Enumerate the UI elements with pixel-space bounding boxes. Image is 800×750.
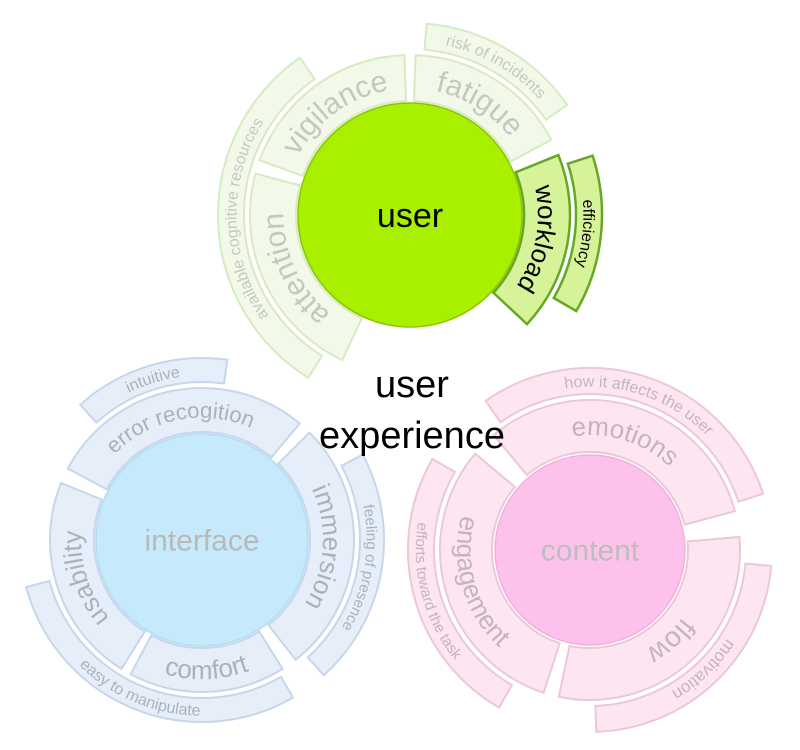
center-title-line-1: user bbox=[375, 364, 449, 406]
interface-feeling-of-presence-segment bbox=[306, 453, 385, 677]
user-efficiency-segment bbox=[552, 154, 604, 313]
user-vigilance-segment bbox=[258, 54, 408, 178]
user-circle-label: user bbox=[377, 197, 443, 235]
content-circle bbox=[494, 454, 686, 646]
interface-error-recogition-segment bbox=[66, 387, 302, 491]
interface-intuitive-segment bbox=[78, 357, 229, 424]
content-flow-segment bbox=[557, 535, 741, 701]
user-available-cognitive-resources-segment bbox=[217, 56, 324, 380]
user-attention-segment bbox=[249, 172, 364, 362]
content-motivation-segment bbox=[594, 562, 773, 733]
content-efforts-toward-the-task-segment bbox=[407, 457, 514, 709]
interface-circle bbox=[95, 433, 309, 647]
content-emotions-segment bbox=[492, 399, 737, 526]
user-fatigue-segment bbox=[412, 54, 553, 163]
user-risk-of-incidents-segment bbox=[423, 22, 569, 122]
user-workload-segment bbox=[491, 153, 572, 326]
interface-comfort-segment bbox=[129, 630, 284, 693]
interface-easy-to-manipulate-segment bbox=[24, 579, 295, 723]
content-engagement-segment bbox=[439, 452, 561, 694]
interface-usability-segment bbox=[49, 481, 147, 671]
content-circle-label: content bbox=[541, 535, 640, 568]
interface-immersion-segment bbox=[267, 431, 355, 662]
user-circle bbox=[297, 102, 523, 328]
interface-circle-label: interface bbox=[144, 525, 259, 558]
center-title-line-2: experience bbox=[319, 415, 505, 457]
content-how-it-affects-the-user-segment bbox=[484, 367, 765, 504]
